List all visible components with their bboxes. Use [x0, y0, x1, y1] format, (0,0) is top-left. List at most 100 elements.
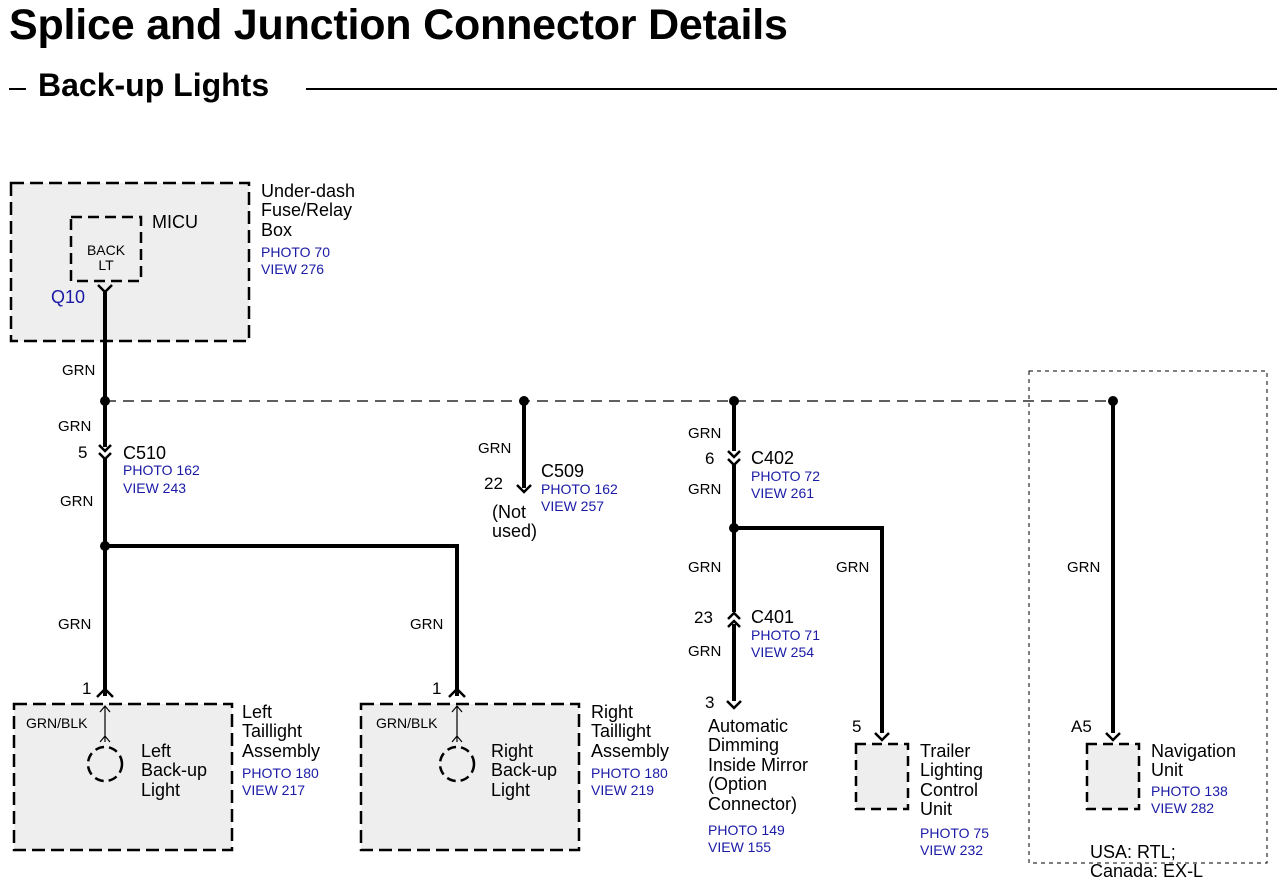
fuse-outline	[69, 215, 143, 283]
left-taillight-view-link[interactable]: VIEW 217	[242, 782, 306, 798]
wire-to-trailer	[734, 526, 884, 733]
c510-name: C510	[123, 443, 167, 463]
left-taillight-name-line: Taillight	[242, 721, 303, 742]
navigation-view-link[interactable]: VIEW 282	[1151, 800, 1215, 816]
c509-note-line: used)	[492, 521, 538, 542]
fuse-box-name-line: Under-dash	[261, 181, 356, 201]
navigation-option-note: USA: RTL; Canada: EX-L	[1090, 842, 1204, 882]
wire-color-label: GRN	[836, 559, 870, 576]
c401-connector	[727, 611, 741, 628]
fuse-box-name: Under-dash Fuse/Relay Box	[261, 181, 356, 240]
mirror-pin: 3	[705, 693, 715, 712]
fuse-box-photo-link[interactable]: PHOTO 70	[261, 244, 330, 260]
c402-pin: 6	[705, 449, 715, 468]
c401-pin: 23	[694, 608, 713, 627]
c509-view-link[interactable]: VIEW 257	[541, 498, 605, 514]
navigation-option-note-line: Canada: EX-L	[1090, 861, 1204, 882]
mirror-name-line: Inside Mirror	[708, 754, 809, 775]
wire-color-label: GRN	[58, 616, 92, 633]
trailer-photo-link[interactable]: PHOTO 75	[920, 825, 989, 841]
c510-pin: 5	[78, 443, 88, 462]
wire-color-label: GRN	[62, 362, 96, 379]
left-taillight-terminal	[96, 687, 114, 698]
terminal-q10: Q10	[51, 287, 86, 307]
c401-view-link[interactable]: VIEW 254	[751, 644, 815, 660]
right-taillight-view-link[interactable]: VIEW 219	[591, 782, 655, 798]
c509-pin: 22	[484, 474, 503, 493]
trailer-terminal	[874, 732, 890, 742]
left-taillight-photo-link[interactable]: PHOTO 180	[242, 765, 319, 781]
right-taillight-photo-link[interactable]: PHOTO 180	[591, 765, 668, 781]
right-bulb-name-line: Right	[491, 741, 534, 761]
mirror-name-line: Automatic	[708, 716, 789, 736]
c510-connector	[98, 444, 112, 461]
trailer-name-line: Trailer	[920, 741, 971, 761]
mirror-view-link[interactable]: VIEW 155	[708, 839, 772, 855]
right-bulb-icon	[438, 745, 476, 783]
mirror-name: Automatic Dimming Inside Mirror (Option …	[708, 716, 809, 814]
navigation-name-line: Navigation	[1151, 741, 1237, 761]
trailer-name-line: Control	[920, 779, 979, 800]
left-taillight-name-line: Assembly	[242, 740, 321, 761]
right-taillight-name-line: Taillight	[591, 721, 652, 742]
wire-color-label: GRN	[1067, 559, 1101, 576]
fuse-name-line: BACK	[86, 242, 126, 258]
left-bulb-name-line: Left	[141, 741, 172, 761]
wire-color-label: GRN	[410, 616, 444, 633]
c509-name: C509	[541, 461, 585, 481]
left-bulb-name-line: Back-up	[141, 760, 208, 781]
mirror-name-line: Connector)	[708, 793, 798, 814]
c402-photo-link[interactable]: PHOTO 72	[751, 468, 820, 484]
c402-name: C402	[751, 448, 795, 468]
right-wire-color: GRN/BLK	[376, 715, 438, 731]
right-bulb-name-line: Light	[491, 779, 531, 800]
right-bulb-name-line: Back-up	[491, 760, 558, 781]
right-taillight-outline	[359, 702, 581, 852]
right-taillight-name-line: Assembly	[591, 740, 670, 761]
navigation-name-line: Unit	[1151, 760, 1184, 781]
fuse-box-name-line: Box	[261, 219, 293, 240]
navigation-pin: A5	[1071, 717, 1092, 736]
left-bulb-name: Left Back-up Light	[141, 741, 208, 800]
navigation-option-note-line: USA: RTL;	[1090, 842, 1176, 862]
wire-to-right-taillight	[105, 544, 459, 696]
option-boundary	[1028, 370, 1268, 864]
c401-photo-link[interactable]: PHOTO 71	[751, 627, 820, 643]
trailer-name-line: Unit	[920, 799, 953, 820]
left-taillight-outline	[12, 702, 234, 852]
right-taillight-name-line: Right	[591, 702, 634, 722]
page-title: Splice and Junction Connector Details	[9, 1, 788, 49]
fuse-name: BACK LT	[71, 242, 141, 274]
wire-color-label: GRN	[688, 559, 722, 576]
c509-terminal	[516, 484, 532, 494]
mirror-name-line: Dimming	[708, 735, 780, 756]
trailer-pin: 5	[852, 717, 862, 736]
mirror-photo-link[interactable]: PHOTO 149	[708, 822, 785, 838]
fuse-box-view-link[interactable]: VIEW 276	[261, 261, 325, 277]
fuse-name-line: LT	[98, 257, 114, 274]
right-taillight-pin: 1	[432, 679, 442, 698]
c401-name: C401	[751, 607, 795, 627]
left-bulb-name-line: Light	[141, 779, 181, 800]
navigation-unit-outline	[1085, 742, 1141, 811]
left-ground-arrow	[99, 705, 111, 743]
navigation-name: Navigation Unit	[1151, 741, 1237, 781]
trailer-view-link[interactable]: VIEW 232	[920, 842, 984, 858]
c402-view-link[interactable]: VIEW 261	[751, 485, 815, 501]
navigation-photo-link[interactable]: PHOTO 138	[1151, 783, 1228, 799]
left-taillight-name: Left Taillight Assembly	[242, 702, 321, 761]
wire-color-label: GRN	[688, 481, 722, 498]
left-taillight-name-line: Left	[242, 702, 273, 722]
c509-photo-link[interactable]: PHOTO 162	[541, 481, 618, 497]
wire-color-label: GRN	[688, 643, 722, 660]
section-title: Back-up Lights	[38, 67, 270, 103]
c509-note-line: (Not	[492, 502, 527, 522]
wire-color-label: GRN	[58, 418, 92, 435]
mirror-name-line: (Option	[708, 774, 768, 795]
wire-color-label: GRN	[60, 493, 94, 510]
c510-view-link[interactable]: VIEW 243	[123, 480, 187, 496]
wire-color-label: GRN	[478, 440, 512, 457]
c510-photo-link[interactable]: PHOTO 162	[123, 462, 200, 478]
trailer-name: Trailer Lighting Control Unit	[920, 741, 983, 820]
